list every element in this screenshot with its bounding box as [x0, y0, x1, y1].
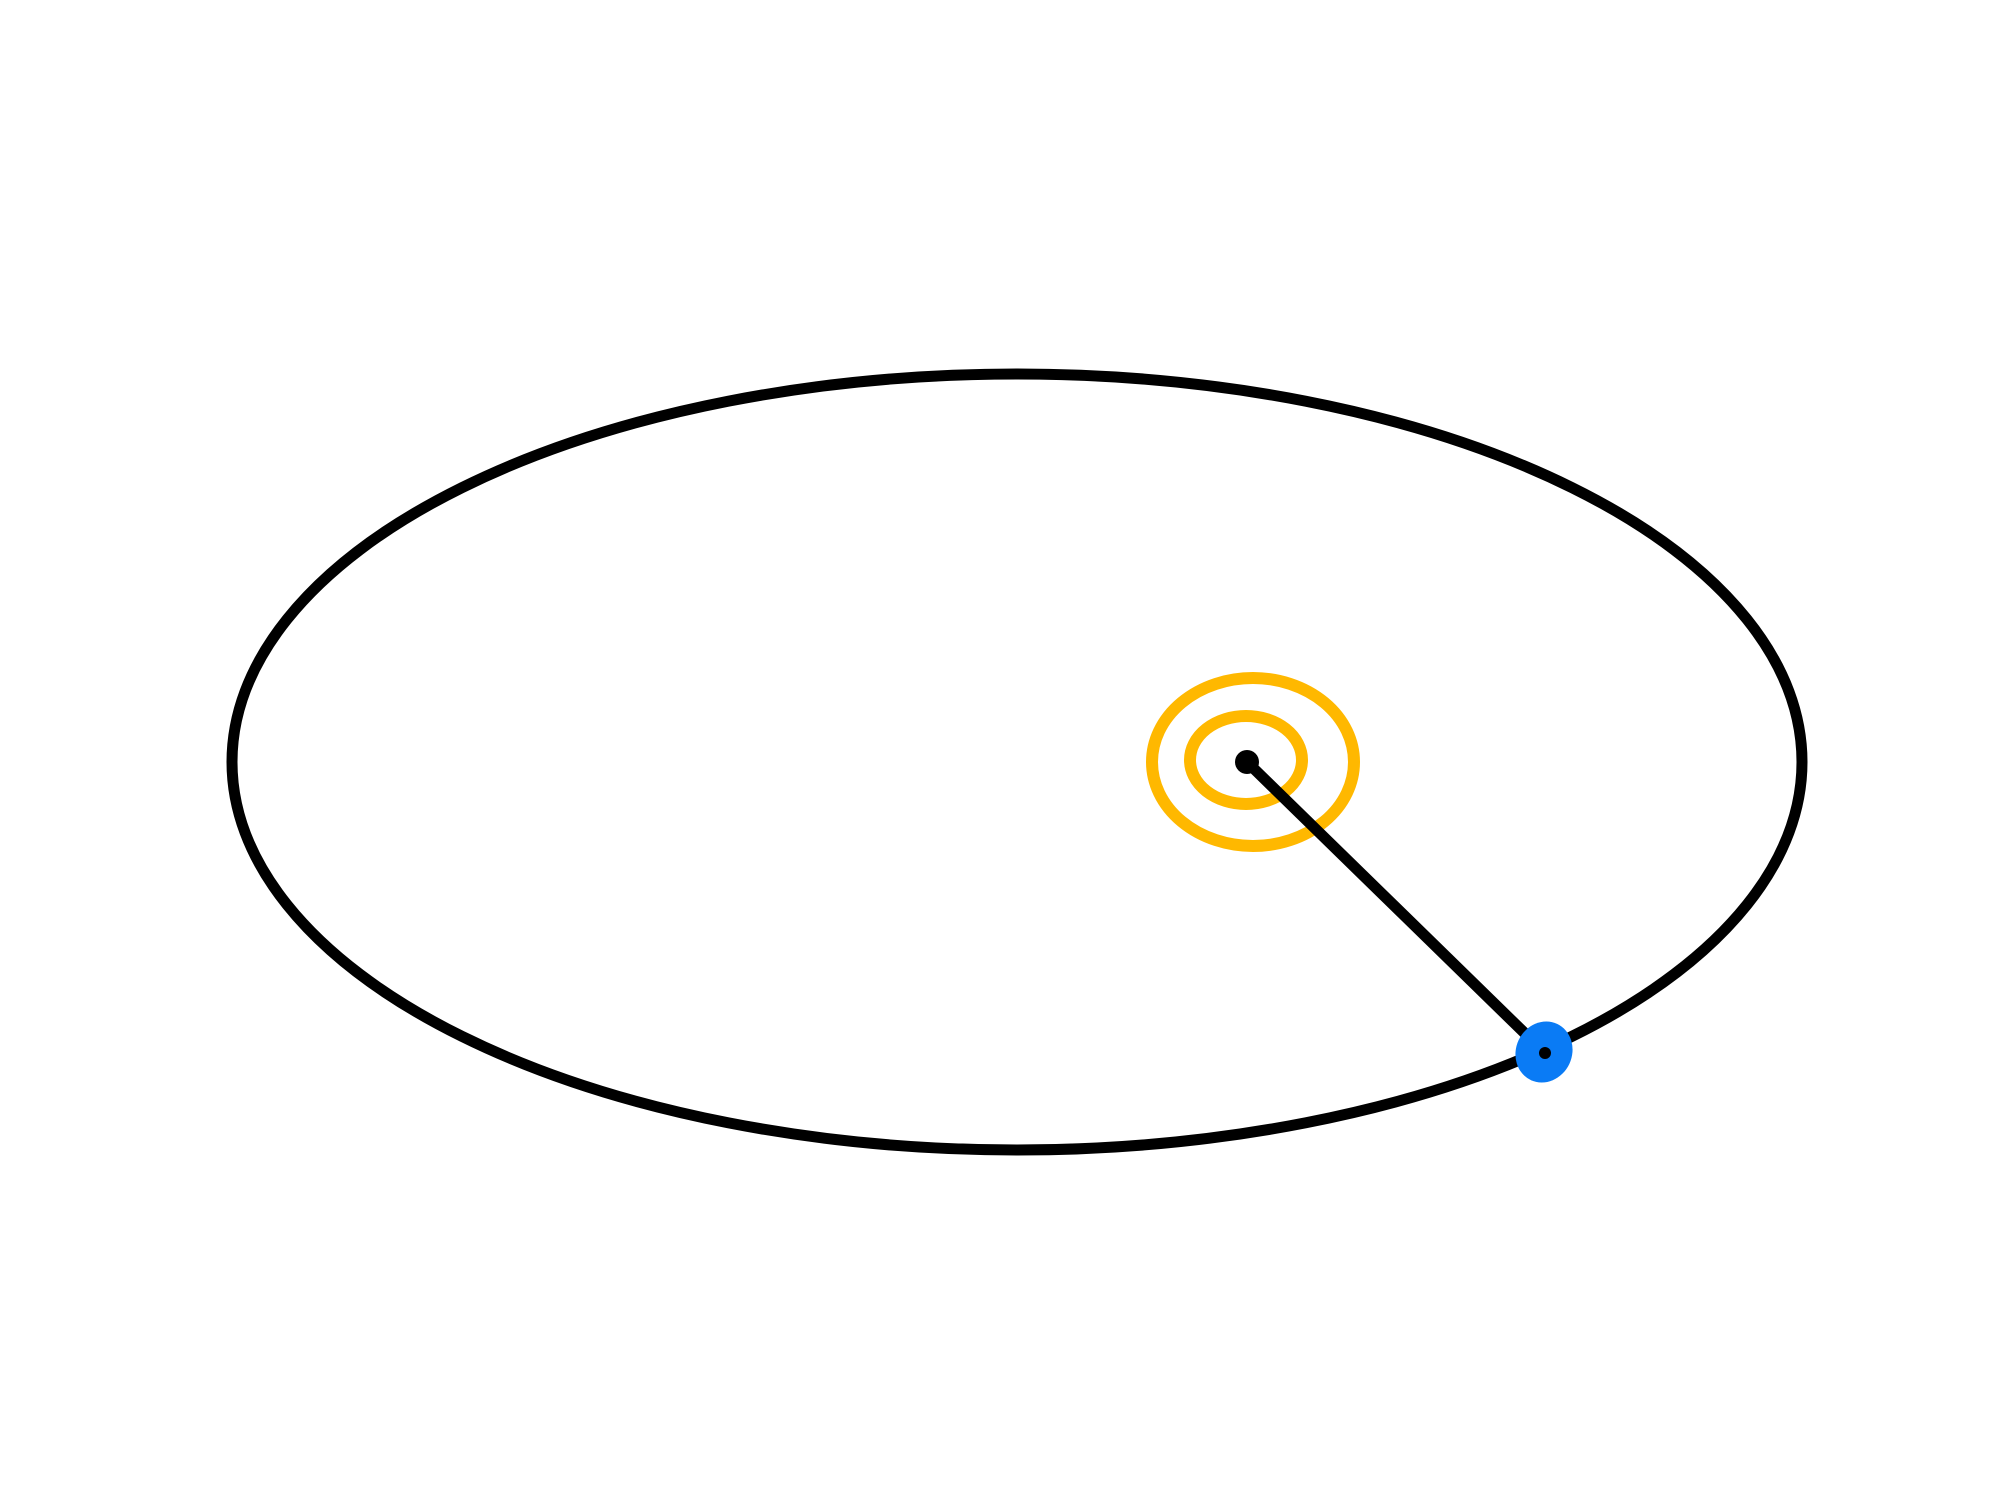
star-rings: [1146, 672, 1360, 852]
orbit-ellipse: [226, 368, 1808, 1156]
star-center-dot: [1235, 750, 1259, 774]
radius-vector-line: [1241, 756, 1551, 1059]
star-ring-inner-icon: [1184, 710, 1308, 810]
star-ring-outer-icon: [1146, 672, 1360, 852]
planet-line-end: [1539, 1047, 1551, 1059]
